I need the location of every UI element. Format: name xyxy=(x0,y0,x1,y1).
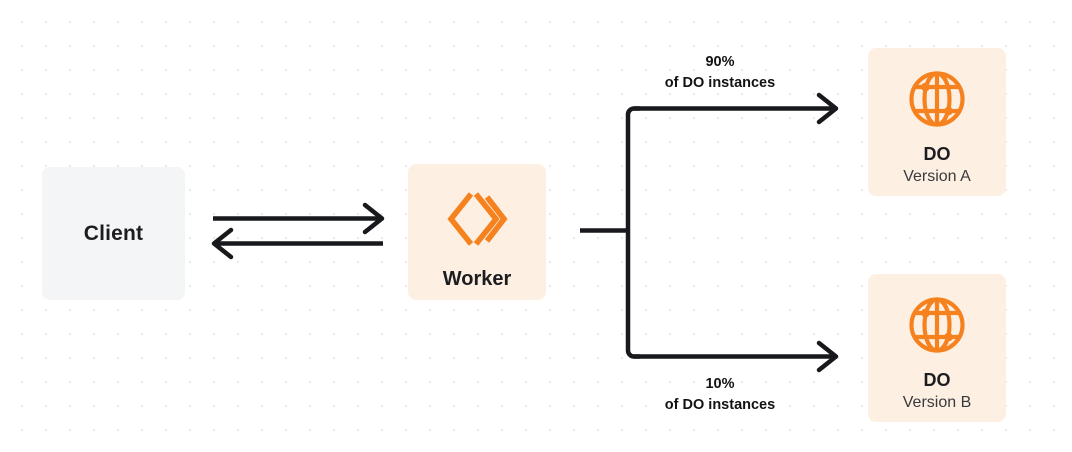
edge-worker-to-client xyxy=(211,227,383,260)
edge-worker-to-do-a xyxy=(634,92,839,125)
do-a-title: DO xyxy=(923,144,951,164)
client-label: Client xyxy=(83,221,144,245)
edge-client-to-worker xyxy=(213,202,385,235)
node-client[interactable]: Client xyxy=(42,167,185,300)
edge-label-do-b: 10% of DO instances xyxy=(620,374,820,415)
do-a-subtitle: Version A xyxy=(903,168,971,185)
worker-label: Worker xyxy=(442,268,512,290)
edge-worker-branch-trunk xyxy=(580,106,640,359)
node-do-version-a[interactable]: DO Version A xyxy=(868,48,1006,196)
edge-label-do-a-caption: of DO instances xyxy=(664,74,776,91)
edge-label-do-a-percent: 90% xyxy=(705,54,735,70)
node-do-version-b[interactable]: DO Version B xyxy=(868,274,1006,422)
durable-object-globe-icon xyxy=(908,296,966,354)
edge-label-do-a: 90% of DO instances xyxy=(620,52,820,93)
do-b-title: DO xyxy=(923,370,951,390)
edge-worker-to-do-b xyxy=(634,340,839,373)
node-worker[interactable]: Worker xyxy=(408,164,546,300)
cloudflare-workers-icon xyxy=(446,190,508,248)
do-b-subtitle: Version B xyxy=(902,394,972,411)
edge-label-do-b-percent: 10% xyxy=(705,376,735,392)
durable-object-globe-icon xyxy=(908,70,966,128)
edge-label-do-b-caption: of DO instances xyxy=(664,396,776,413)
